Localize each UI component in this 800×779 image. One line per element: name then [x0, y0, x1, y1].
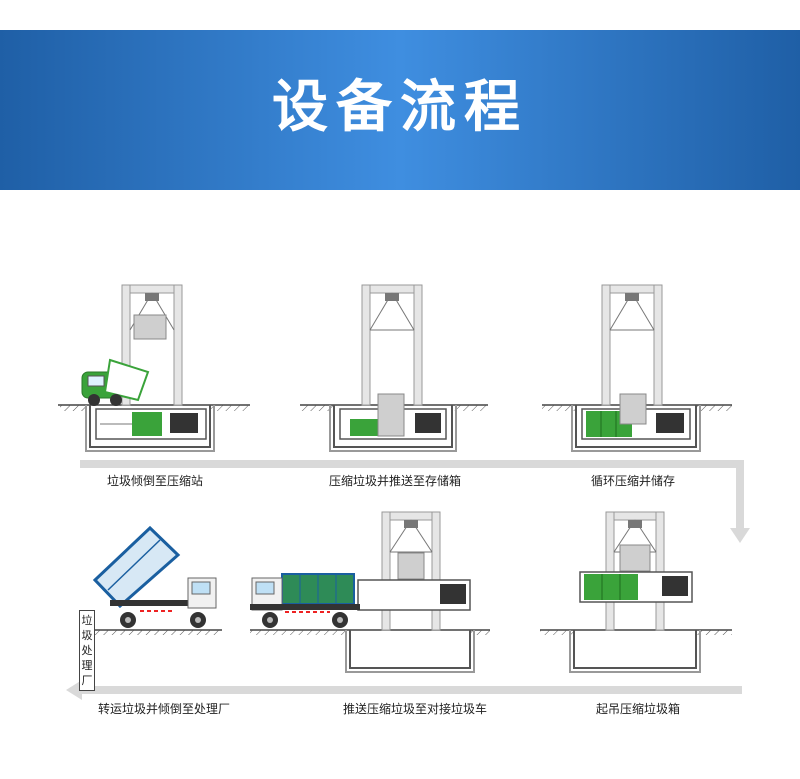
plant-sign: 垃圾处理厂 — [79, 610, 95, 691]
station-2-compress-push — [300, 284, 488, 452]
flow-line-bottom — [66, 680, 742, 700]
flow-line-top — [80, 460, 750, 543]
station-3-cycle-compress — [542, 284, 732, 452]
station-5-push-to-truck — [250, 511, 490, 673]
left-arrow-icon — [66, 680, 82, 700]
step-label-5: 推送压缩垃圾至对接垃圾车 — [343, 702, 488, 716]
station-1-dumping — [58, 284, 250, 452]
page-title: 设备流程 — [272, 75, 528, 140]
station-4-lift-container — [540, 511, 732, 673]
header-banner — [0, 30, 800, 190]
station-6-transport-truck — [80, 525, 222, 635]
step-label-3: 循环压缩并储存 — [591, 474, 676, 488]
step-label-4: 起吊压缩垃圾箱 — [596, 702, 681, 716]
step-label-1: 垃圾倾倒至压缩站 — [107, 474, 204, 488]
step-label-2: 压缩垃圾并推送至存储箱 — [329, 474, 462, 488]
down-arrow-icon — [730, 528, 750, 543]
step-label-6: 转运垃圾并倾倒至处理厂 — [98, 702, 231, 716]
